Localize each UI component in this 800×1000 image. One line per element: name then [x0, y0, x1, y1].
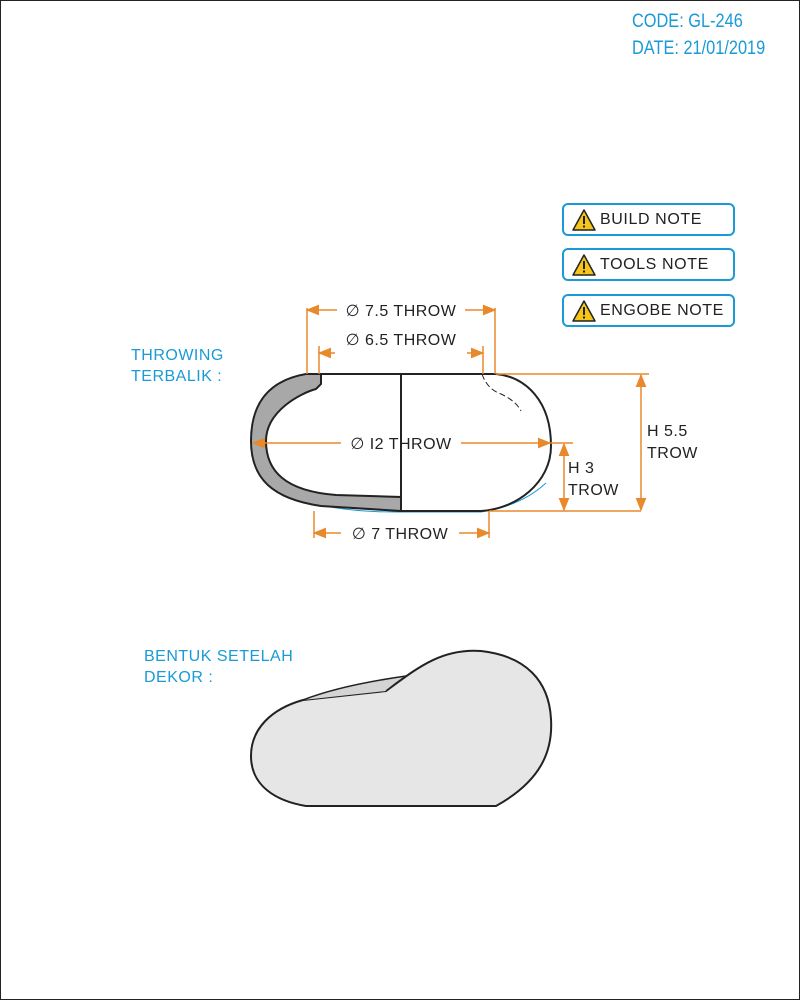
warning-icon	[572, 299, 596, 322]
throwing-label: THROWING TERBALIK :	[131, 345, 224, 387]
tools-note-label: TOOLS NOTE	[600, 255, 709, 273]
dim-h-total-label-1: H 5.5	[647, 423, 688, 440]
build-note-label: BUILD NOTE	[600, 210, 703, 228]
dim-h-small-label-1: H 3	[568, 460, 594, 477]
dim-width-label: ∅ I2 THROW	[350, 436, 452, 453]
throwing-label-line2: TERBALIK :	[131, 368, 223, 385]
decor-rim-flap	[302, 675, 407, 701]
inner-dashed-curve	[481, 373, 522, 412]
dim-top-inner-label: ∅ 6.5 THROW	[346, 332, 457, 349]
throwing-label-line1: THROWING	[131, 347, 224, 364]
warning-icon	[572, 208, 596, 231]
dim-top-outer-label: ∅ 7.5 THROW	[346, 303, 457, 320]
code-label: CODE: GL-246	[632, 11, 743, 32]
build-note-button[interactable]: BUILD NOTE	[562, 203, 735, 236]
decor-label-line1: BENTUK SETELAH	[144, 648, 294, 665]
date-label: DATE: 21/01/2019	[632, 38, 766, 59]
decor-label-line2: DEKOR :	[144, 669, 214, 686]
warning-icon	[572, 253, 596, 276]
dim-h-total-label-2: TROW	[647, 445, 698, 462]
dim-bottom-label: ∅ 7 THROW	[352, 526, 449, 543]
engobe-note-button[interactable]: ENGOBE NOTE	[562, 294, 735, 327]
decor-shape	[249, 649, 553, 807]
dim-h-small-label-2: TROW	[568, 482, 619, 499]
engobe-note-label: ENGOBE NOTE	[600, 301, 724, 319]
decor-label: BENTUK SETELAH DEKOR :	[144, 646, 293, 688]
tools-note-button[interactable]: TOOLS NOTE	[562, 248, 735, 281]
